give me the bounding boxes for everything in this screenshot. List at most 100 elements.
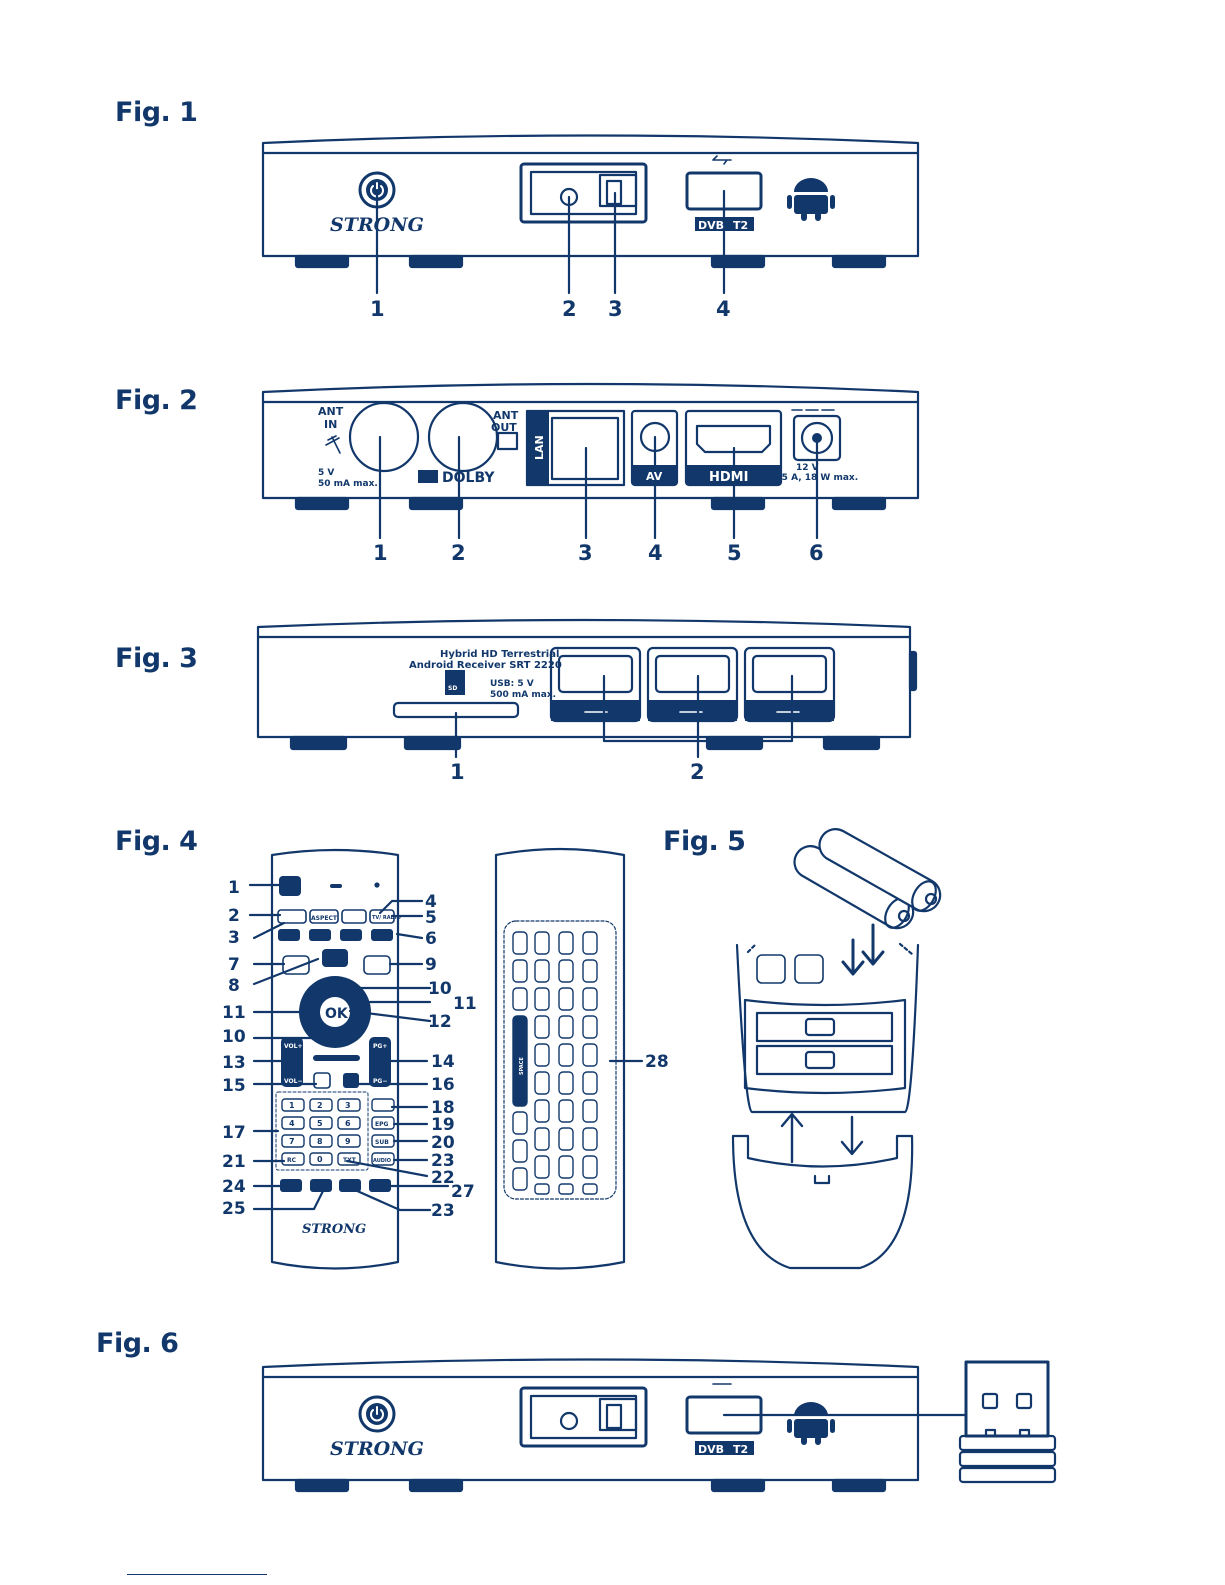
remote-callout-21: 21: [222, 1152, 246, 1172]
digit-7: 7: [289, 1137, 295, 1146]
fig2-callout-2: 2: [451, 541, 466, 565]
dolby-label: DOLBY: [442, 470, 495, 486]
remote-callout-16: 16: [431, 1075, 455, 1095]
remote-callout-28: 28: [645, 1052, 669, 1072]
android-icon: [787, 178, 835, 221]
pg-up-key: PG+: [373, 1043, 387, 1050]
fig3-title-line-1: Hybrid HD Terrestrial: [440, 649, 559, 660]
t2-logo-fig6: T2: [733, 1443, 748, 1456]
remote-callout-23b: 23: [431, 1201, 455, 1221]
txt-key: TXT: [343, 1157, 357, 1164]
digit-8: 8: [317, 1137, 323, 1146]
digit-9: 9: [345, 1137, 351, 1146]
android-icon-fig6: [787, 1402, 835, 1445]
tv-radio-key: TV/ RADIO: [372, 915, 401, 921]
volt-label-2: 50 mA max.: [318, 479, 378, 489]
usb-dongle-icon: [958, 1360, 1057, 1484]
strong-logo-fig6: STRONG: [330, 1438, 424, 1460]
vol-up-key: VOL+: [284, 1043, 303, 1050]
hdmi-label: HDMI: [709, 470, 748, 485]
digit-3: 3: [345, 1101, 351, 1110]
fig5-battery-compartment: [731, 828, 942, 1270]
pg-down-key: PG−: [373, 1078, 387, 1085]
audio-key: AUDIO: [373, 1158, 391, 1164]
figure-5-title: Fig. 5: [663, 826, 746, 857]
fig1-callout-4: 4: [716, 297, 731, 321]
lan-label: LAN: [533, 435, 546, 460]
remote-callout-23a: 23: [431, 1151, 455, 1171]
remote-callout-7: 7: [228, 955, 240, 975]
digit-4: 4: [289, 1119, 295, 1128]
digit-0: 0: [317, 1155, 323, 1164]
remote-callout-22: 22: [431, 1168, 455, 1188]
remote-callout-6: 6: [425, 929, 437, 949]
volt-label-1: 5 V: [318, 468, 334, 478]
sub-key: SUB: [375, 1139, 389, 1146]
fig2-callout-5: 5: [727, 541, 742, 565]
remote-callout-1: 1: [228, 878, 240, 898]
remote-callout-3: 3: [228, 928, 240, 948]
remote-callout-8: 8: [228, 976, 240, 996]
digit-5: 5: [317, 1119, 323, 1128]
remote-callout-15: 15: [222, 1076, 246, 1096]
remote-callout-20: 20: [431, 1133, 455, 1153]
fig2-callout-3: 3: [578, 541, 593, 565]
remote-callout-11-left: 11: [222, 1003, 246, 1023]
remote-callout-12: 12: [428, 1012, 452, 1032]
digit-2: 2: [317, 1101, 323, 1110]
fig2-callout-6: 6: [809, 541, 824, 565]
ant-out-label-2: OUT: [491, 421, 517, 434]
ok-key: OK: [325, 1006, 349, 1022]
remote-callout-14: 14: [431, 1052, 455, 1072]
sd-card-icon: [445, 670, 465, 695]
remote-callout-27: 27: [451, 1182, 475, 1202]
fig3-receiver-side: [256, 618, 918, 759]
vol-down-key: VOL−: [284, 1078, 303, 1085]
remote-callout-24: 24: [222, 1177, 246, 1197]
usb-label-2: 500 mA max.: [490, 690, 556, 700]
remote-callout-18: 18: [431, 1098, 455, 1118]
remote-callout-17: 17: [222, 1123, 246, 1143]
sd-label: SD: [448, 685, 457, 692]
strong-logo: STRONG: [330, 214, 424, 236]
ant-in-label-1: ANT: [318, 405, 344, 418]
figure-2-title: Fig. 2: [115, 385, 198, 416]
figure-3-title: Fig. 3: [115, 643, 198, 674]
fig3-callout-2: 2: [690, 760, 705, 784]
fig1-receiver-front: [261, 134, 920, 295]
battery-icon: [793, 828, 942, 930]
remote-callout-9: 9: [425, 955, 437, 975]
mic-icon: [343, 1073, 359, 1088]
remote-brand-logo: STRONG: [302, 1222, 366, 1237]
ant-out-label-1: ANT: [493, 409, 519, 422]
aspect-key: ASPECT: [311, 915, 338, 922]
remote-callout-2: 2: [228, 906, 240, 926]
fig2-callout-4: 4: [648, 541, 663, 565]
power-label-1: 12 V: [796, 463, 819, 473]
fig3-callout-1: 1: [450, 760, 465, 784]
remote-callout-5: 5: [425, 908, 437, 928]
ant-in-label-2: IN: [324, 418, 337, 431]
fig1-callout-1: 1: [370, 297, 385, 321]
antenna-icon: [325, 435, 341, 454]
remote-callout-4: 4: [425, 892, 437, 912]
fig3-title-line-2: Android Receiver SRT 2220: [409, 660, 562, 671]
remote-callout-19: 19: [431, 1115, 455, 1135]
rc-key: RC: [287, 1157, 297, 1164]
fig6-receiver-dongle: [261, 1358, 1057, 1493]
fig4-remote-keyboard: [494, 847, 626, 1270]
digit-1: 1: [289, 1101, 295, 1110]
fig2-receiver-rear: [261, 382, 920, 540]
figure-1-title: Fig. 1: [115, 97, 198, 128]
usb-icon: [712, 155, 732, 165]
remote-callout-25: 25: [222, 1199, 246, 1219]
fig4-remote-front: [248, 848, 644, 1270]
remote-callout-13: 13: [222, 1053, 246, 1073]
remote-callout-10-left: 10: [222, 1027, 246, 1047]
power-label-2: 1.5 A, 18 W max.: [772, 473, 858, 483]
remote-callout-10-right: 10: [428, 979, 452, 999]
home-icon: [322, 949, 348, 967]
space-key: SPACE: [519, 1057, 525, 1075]
dolby-icon: [418, 470, 438, 483]
